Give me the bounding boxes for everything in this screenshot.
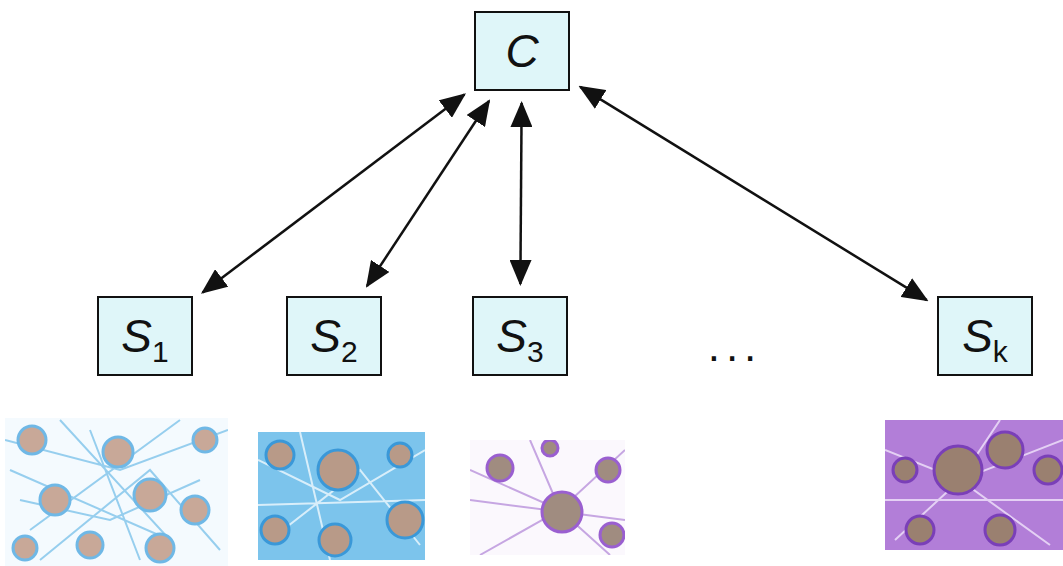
- social-graph-thumbnail: [470, 440, 625, 555]
- node-label: C: [505, 28, 538, 74]
- node-label: S3: [496, 313, 543, 359]
- node-label: Sk: [962, 313, 1008, 359]
- node-label: S2: [310, 313, 357, 359]
- site-box: S3: [472, 296, 568, 376]
- site-box: S2: [286, 296, 382, 376]
- bidirectional-arrow: [520, 103, 521, 284]
- ellipsis-label: ...: [708, 324, 763, 368]
- social-graph-thumbnail: [885, 420, 1063, 550]
- bidirectional-arrow: [203, 95, 465, 293]
- bidirectional-arrow: [580, 87, 927, 300]
- social-graph-thumbnail: [5, 418, 228, 566]
- node-label: S1: [121, 313, 168, 359]
- site-box: S1: [97, 296, 193, 376]
- site-box: Sk: [937, 296, 1033, 376]
- coordinator-box: C: [474, 11, 570, 91]
- social-graph-thumbnail: [258, 432, 425, 560]
- bidirectional-arrow: [367, 101, 489, 286]
